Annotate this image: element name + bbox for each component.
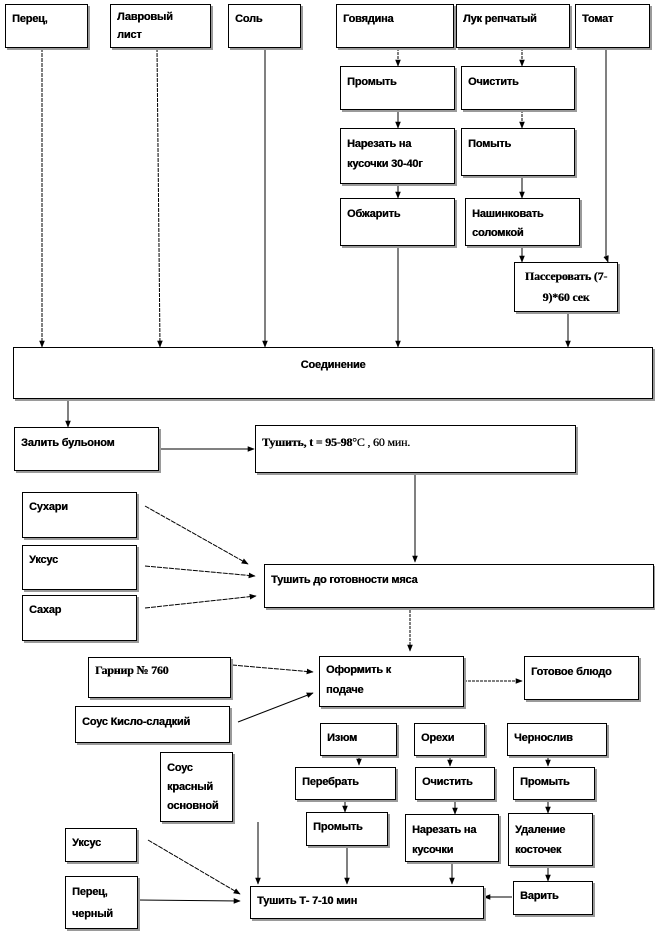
node-nashinkovat: Нашинковать соломкой <box>465 198 580 246</box>
node-tushit-2: Тушить до готовности мяса <box>264 564 654 608</box>
node-tushit-3: Тушить Т- 7-10 мин <box>250 886 484 919</box>
node-perets: Перец, <box>5 4 88 48</box>
arrow-peretsch-tushit3 <box>137 898 241 904</box>
node-ochistit-2: Очистить <box>415 767 495 800</box>
arrow-garnir-oformit <box>231 664 314 675</box>
node-garnir: Гарнир № 760 <box>88 657 231 698</box>
node-obzharit: Обжарить <box>340 198 455 246</box>
arrow-lavrovy-soedinenie <box>156 47 163 348</box>
arrow-tomat-passerovat <box>603 48 609 263</box>
arrow-sahar-tushit2 <box>144 593 257 609</box>
node-narezat-2: Нарезать на кусочки <box>405 814 499 862</box>
node-oformit: Оформить к подаче <box>319 656 464 707</box>
node-gotovoe: Готовое блюдо <box>524 656 639 700</box>
arrow-uksus1-tushit2 <box>144 565 256 579</box>
node-ochistit-1: Очистить <box>461 66 575 110</box>
arrow-suhari-tushit2 <box>144 505 249 565</box>
node-sol: Соль <box>228 4 301 48</box>
node-luk: Лук репчатый <box>456 4 570 48</box>
node-sous-ks: Соус Кисло-сладкий <box>75 706 230 743</box>
node-orehi: Орехи <box>414 723 485 756</box>
node-soedinenie: Соединение <box>13 347 653 399</box>
tushit-1-main: Тушить, t = 95-98 <box>262 435 353 449</box>
node-uksus-2: Уксус <box>65 828 137 862</box>
node-varit: Варить <box>513 881 593 915</box>
tushit-1-note: °С , 60 мин. <box>352 435 410 449</box>
node-perets-ch: Перец, черный <box>65 876 138 929</box>
node-promyt-3: Промыть <box>306 812 388 846</box>
node-govyadina: Говядина <box>336 4 454 48</box>
node-sahar: Сахар <box>22 595 137 641</box>
node-chernosliv: Чернослив <box>507 723 607 756</box>
node-sous-kr: Соус красный основной <box>160 752 233 822</box>
node-uksus-1: Уксус <box>22 545 137 590</box>
node-izyum: Изюм <box>320 723 397 756</box>
arrow-sousks-oformit <box>237 692 314 723</box>
node-zalit: Залить бульоном <box>14 427 159 471</box>
node-promyt-4: Промыть <box>513 767 595 800</box>
node-tomat: Томат <box>575 4 650 48</box>
node-perebrat: Перебрать <box>295 767 396 800</box>
node-lavrovy-list: Лавровый лист <box>110 4 211 48</box>
node-suhari: Сухари <box>22 492 137 538</box>
node-udalenie: Удаление косточек <box>508 813 593 866</box>
node-promyt-1: Промыть <box>340 66 455 110</box>
node-narezat-1: Нарезать на кусочки 30-40г <box>340 128 455 184</box>
node-tushit-1: Тушить, t = 95-98°С , 60 мин. <box>255 425 576 473</box>
node-pomyt: Помыть <box>461 128 575 176</box>
arrow-uksus2-tushit3 <box>147 839 241 895</box>
node-passerovat: Пассеровать (7-9)*60 сек <box>514 262 618 312</box>
